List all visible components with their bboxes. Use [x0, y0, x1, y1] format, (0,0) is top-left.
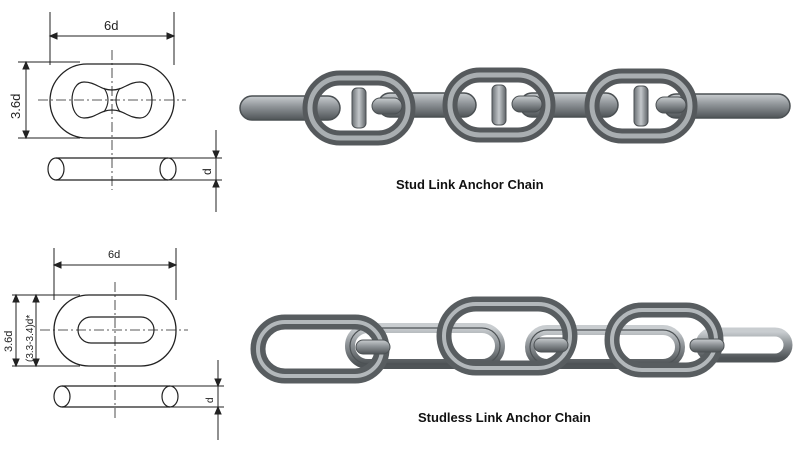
- bottom-dim-inner: (3.3-3.4)d*: [25, 315, 36, 362]
- top-dim-width: 6d: [104, 18, 118, 33]
- top-dim-height: 3.6d: [8, 94, 23, 119]
- stud-link-caption: Stud Link Anchor Chain: [396, 177, 544, 192]
- studless-link-caption: Studless Link Anchor Chain: [418, 410, 591, 425]
- bottom-dim-width: 6d: [108, 249, 120, 261]
- stud-link-chain-image: [239, 67, 791, 146]
- stud-link-drawing: [18, 12, 222, 212]
- studless-link-chain-image: [250, 296, 793, 384]
- bottom-dim-thickness: d: [205, 397, 216, 403]
- top-dim-thickness: d: [200, 168, 214, 175]
- studless-link-drawing: [12, 248, 224, 440]
- bottom-dim-height: 3.6d: [3, 331, 15, 352]
